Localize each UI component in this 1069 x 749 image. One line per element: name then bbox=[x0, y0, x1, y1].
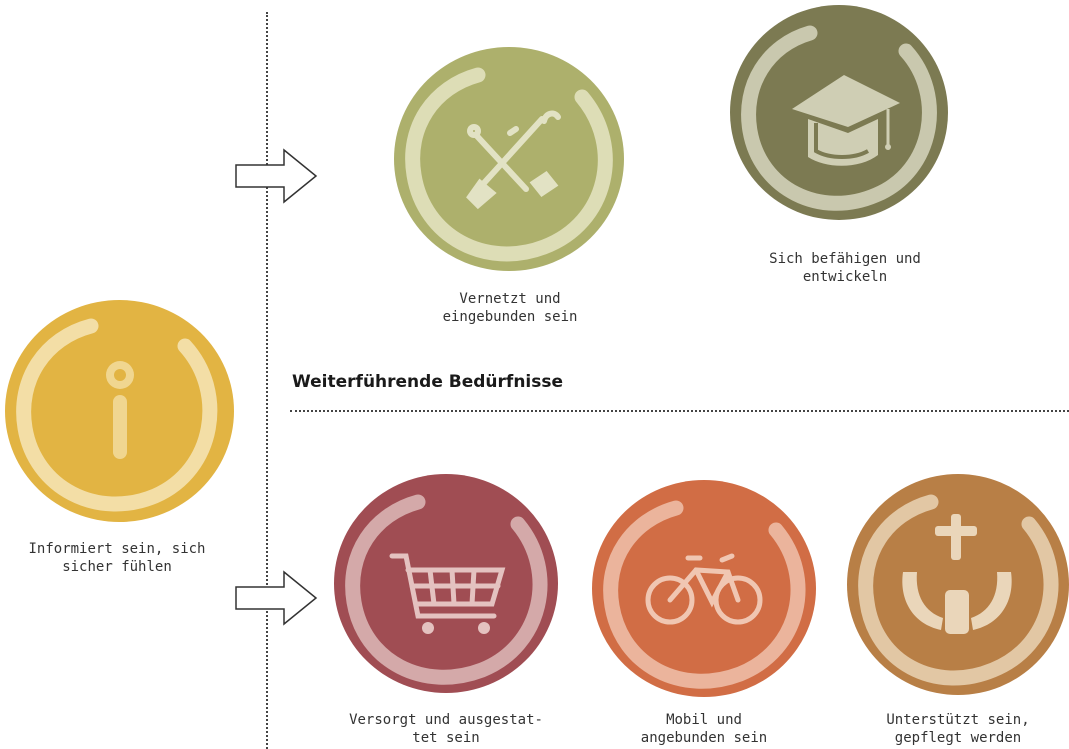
tools-icon bbox=[466, 110, 561, 210]
arrow-right-icon bbox=[235, 570, 318, 626]
info-icon bbox=[106, 361, 134, 459]
badge-unterstuetzt bbox=[847, 474, 1069, 695]
caption-vernetzt: Vernetzt und eingebunden sein bbox=[442, 291, 578, 325]
caption-befaehigen: Sich befähigen und entwickeln bbox=[769, 251, 921, 285]
badge-versorgt bbox=[334, 474, 558, 693]
caption-informiert: Informiert sein, sich sicher fühlen bbox=[28, 541, 206, 575]
arrow-right-icon bbox=[235, 148, 318, 204]
vertical-divider bbox=[266, 12, 268, 749]
badge-informiert bbox=[5, 300, 234, 522]
shopping-cart-icon bbox=[389, 553, 506, 634]
care-hands-icon bbox=[902, 514, 1012, 634]
caption-unterstuetzt: Unterstützt sein, gepflegt werden bbox=[886, 712, 1030, 746]
badge-vernetzt bbox=[394, 47, 624, 271]
graduation-cap-icon bbox=[792, 75, 900, 166]
badge-befaehigen bbox=[730, 5, 948, 220]
bicycle-icon bbox=[645, 553, 763, 625]
horizontal-divider bbox=[290, 410, 1069, 412]
caption-mobil: Mobil und angebunden sein bbox=[640, 712, 768, 746]
section-title: Weiterführende Bedürfnisse bbox=[292, 372, 564, 392]
badge-mobil bbox=[592, 480, 816, 697]
caption-versorgt: Versorgt und ausgestat- tet sein bbox=[349, 712, 543, 746]
